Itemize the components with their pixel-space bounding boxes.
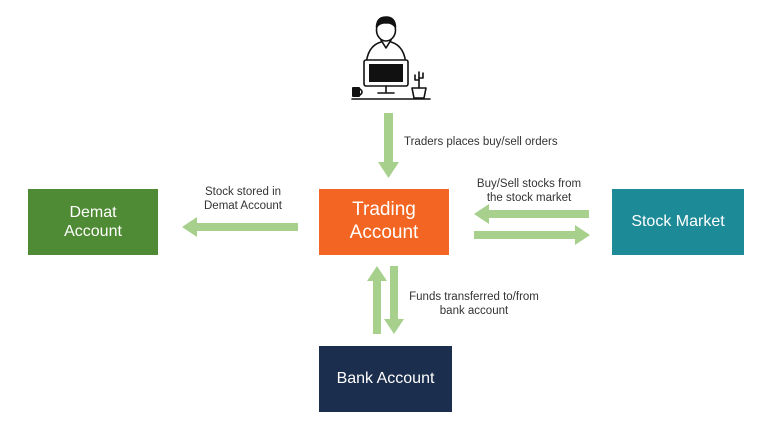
label-buy-sell: Buy/Sell stocks from the stock market [470,177,588,206]
bank-account-box: Bank Account [319,346,452,412]
label-funds-line1: Funds transferred to/from [409,291,539,303]
arrow-trader-to-trading [378,113,399,178]
demat-account-box: Demat Account [28,189,158,255]
trading-account-box: Trading Account [319,189,449,255]
arrow-trading-to-stock [474,225,590,245]
label-funds-line2: bank account [439,305,509,318]
trading-account-line1: Trading [352,199,416,221]
arrow-stock-to-trading [474,204,589,224]
label-buy-line2: the stock market [486,192,572,205]
label-orders: Traders places buy/sell orders [404,136,558,148]
label-demat-line1: Stock stored in [204,186,282,198]
stock-market-label: Stock Market [631,213,725,231]
trading-account-line2: Account [349,222,419,243]
arrow-bank-to-trading [367,266,387,334]
label-demat-line2: Demat Account [204,200,282,213]
demat-account-line1: Demat [69,203,117,221]
label-buy-line1: Buy/Sell stocks from [476,178,582,190]
label-demat: Stock stored in Demat Account [188,185,298,214]
arrow-trading-to-demat [182,217,298,237]
trader-at-computer-icon [351,16,431,100]
arrow-trading-to-bank [384,266,404,334]
stock-market-box: Stock Market [612,189,744,255]
demat-account-line2: Account [64,223,122,240]
bank-account-label: Bank Account [336,370,435,388]
label-funds: Funds transferred to/from bank account [404,290,544,319]
